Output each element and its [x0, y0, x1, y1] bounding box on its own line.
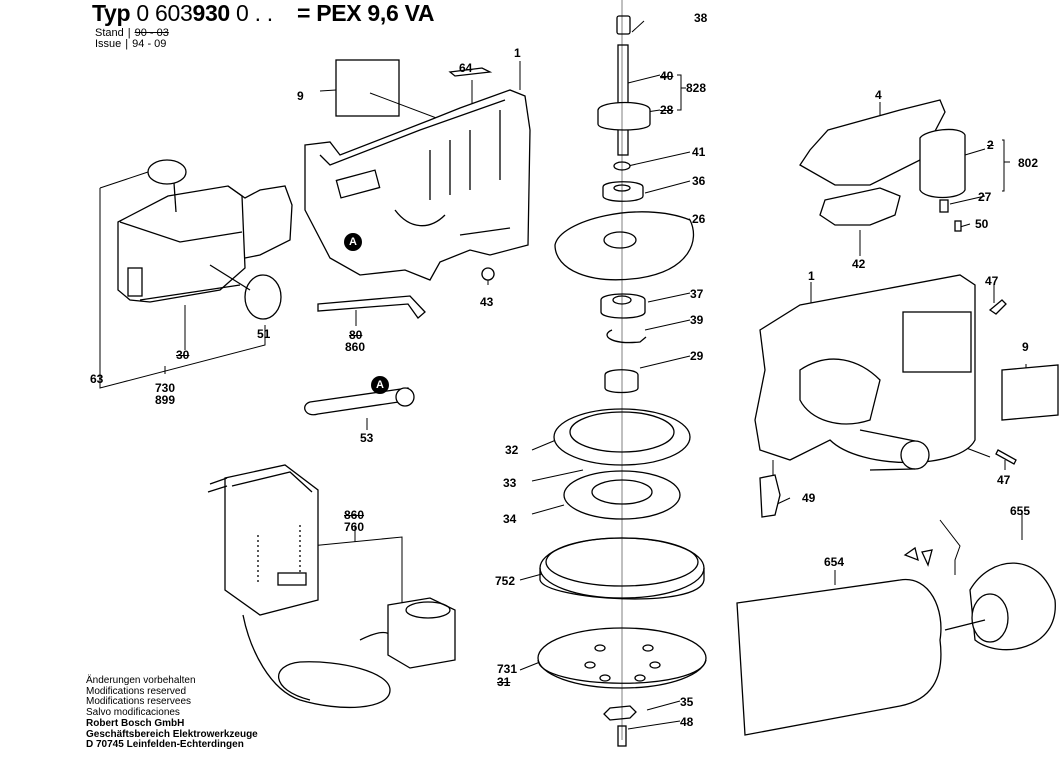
note-line: Salvo modificaciones: [86, 706, 180, 718]
part-label: 2: [987, 138, 994, 152]
typ-label: Typ: [92, 0, 131, 26]
part-label: 53: [360, 431, 374, 445]
part-label: 29: [690, 349, 704, 363]
charger: [207, 464, 456, 708]
modification-notes: Änderungen vorbehalten Modifications res…: [86, 675, 196, 718]
part-label: 80: [349, 328, 363, 342]
part-label: 34: [503, 512, 517, 526]
issue-value: 94 - 09: [132, 38, 167, 50]
type-number-prefix: 0 603: [136, 0, 193, 26]
part-label: 40: [660, 69, 674, 83]
part-label: 28: [660, 103, 674, 117]
dust-bag: [736, 546, 1056, 736]
part-label: 860: [345, 340, 366, 354]
company-name: Robert Bosch GmbH: [86, 718, 185, 729]
stand-value: 90 - 03: [134, 27, 169, 39]
part-label: 42: [852, 257, 866, 271]
note-line: Änderungen vorbehalten: [86, 675, 196, 686]
spindle-assembly: [537, 0, 707, 747]
company-block: Robert Bosch GmbH Geschäftsbereich Elekt…: [86, 718, 258, 751]
reference-badge-a: A: [344, 233, 362, 251]
part-label: 30: [176, 348, 190, 362]
part-label: 860: [344, 508, 365, 522]
part-label: 31: [497, 675, 511, 689]
part-label: 32: [505, 443, 519, 457]
part-label: 1: [808, 269, 815, 283]
part-label: 802: [1018, 156, 1039, 170]
housing-right: [754, 274, 1059, 518]
part-label: 38: [694, 11, 708, 25]
part-label: 50: [975, 217, 989, 231]
part-label: 47: [985, 274, 999, 288]
part-label: 37: [690, 287, 704, 301]
part-label: 730: [155, 381, 176, 395]
part-label: 899: [155, 393, 176, 407]
battery-pack: [117, 159, 293, 320]
note-line: Modifications reservees: [86, 696, 192, 707]
stand-label: Stand: [95, 27, 124, 39]
part-label: 9: [1022, 340, 1029, 354]
type-title: Typ 0 603930 0 . . = PEX 9,6 VA: [92, 0, 435, 27]
motor-switch-assembly: [799, 99, 966, 232]
issue-label: Issue: [95, 38, 122, 50]
part-label: 43: [480, 295, 494, 309]
washer: [481, 267, 495, 281]
part-label: 48: [680, 715, 694, 729]
company-address: D 70745 Leinfelden-Echterdingen: [86, 739, 244, 750]
part-label: 39: [690, 313, 704, 327]
housing-half: [304, 59, 531, 281]
part-label: 655: [1010, 504, 1031, 518]
part-label: 35: [680, 695, 694, 709]
reference-badge-a: A: [371, 376, 389, 394]
part-label: 47: [997, 473, 1011, 487]
part-label: 33: [503, 476, 517, 490]
part-label: 654: [824, 555, 845, 569]
part-label: 41: [692, 145, 706, 159]
part-label: 36: [692, 174, 706, 188]
model-name: = PEX 9,6 VA: [296, 0, 435, 26]
part-label: 26: [692, 212, 706, 226]
part-label: 64: [459, 61, 473, 75]
type-number-suffix: 0 . .: [236, 0, 273, 26]
hex-key: [317, 295, 426, 319]
part-label: 1: [514, 46, 521, 60]
company-division: Geschäftsbereich Elektrowerkzeuge: [86, 728, 258, 740]
clip: [304, 387, 415, 416]
part-label: 49: [802, 491, 816, 505]
note-line: Modifications reserved: [86, 685, 187, 697]
part-label: 828: [686, 81, 707, 95]
type-number-bold: 930: [192, 0, 230, 26]
part-label: 27: [978, 190, 992, 204]
part-label: 760: [344, 520, 365, 534]
part-label: 51: [257, 327, 271, 341]
revision-block: Stand|90 - 03 Issue|94 - 09: [95, 27, 169, 50]
part-label: 4: [875, 88, 882, 102]
part-label: 752: [495, 574, 516, 588]
part-label: 63: [90, 372, 104, 386]
part-label: 731: [497, 662, 518, 676]
part-label: 9: [297, 89, 304, 103]
